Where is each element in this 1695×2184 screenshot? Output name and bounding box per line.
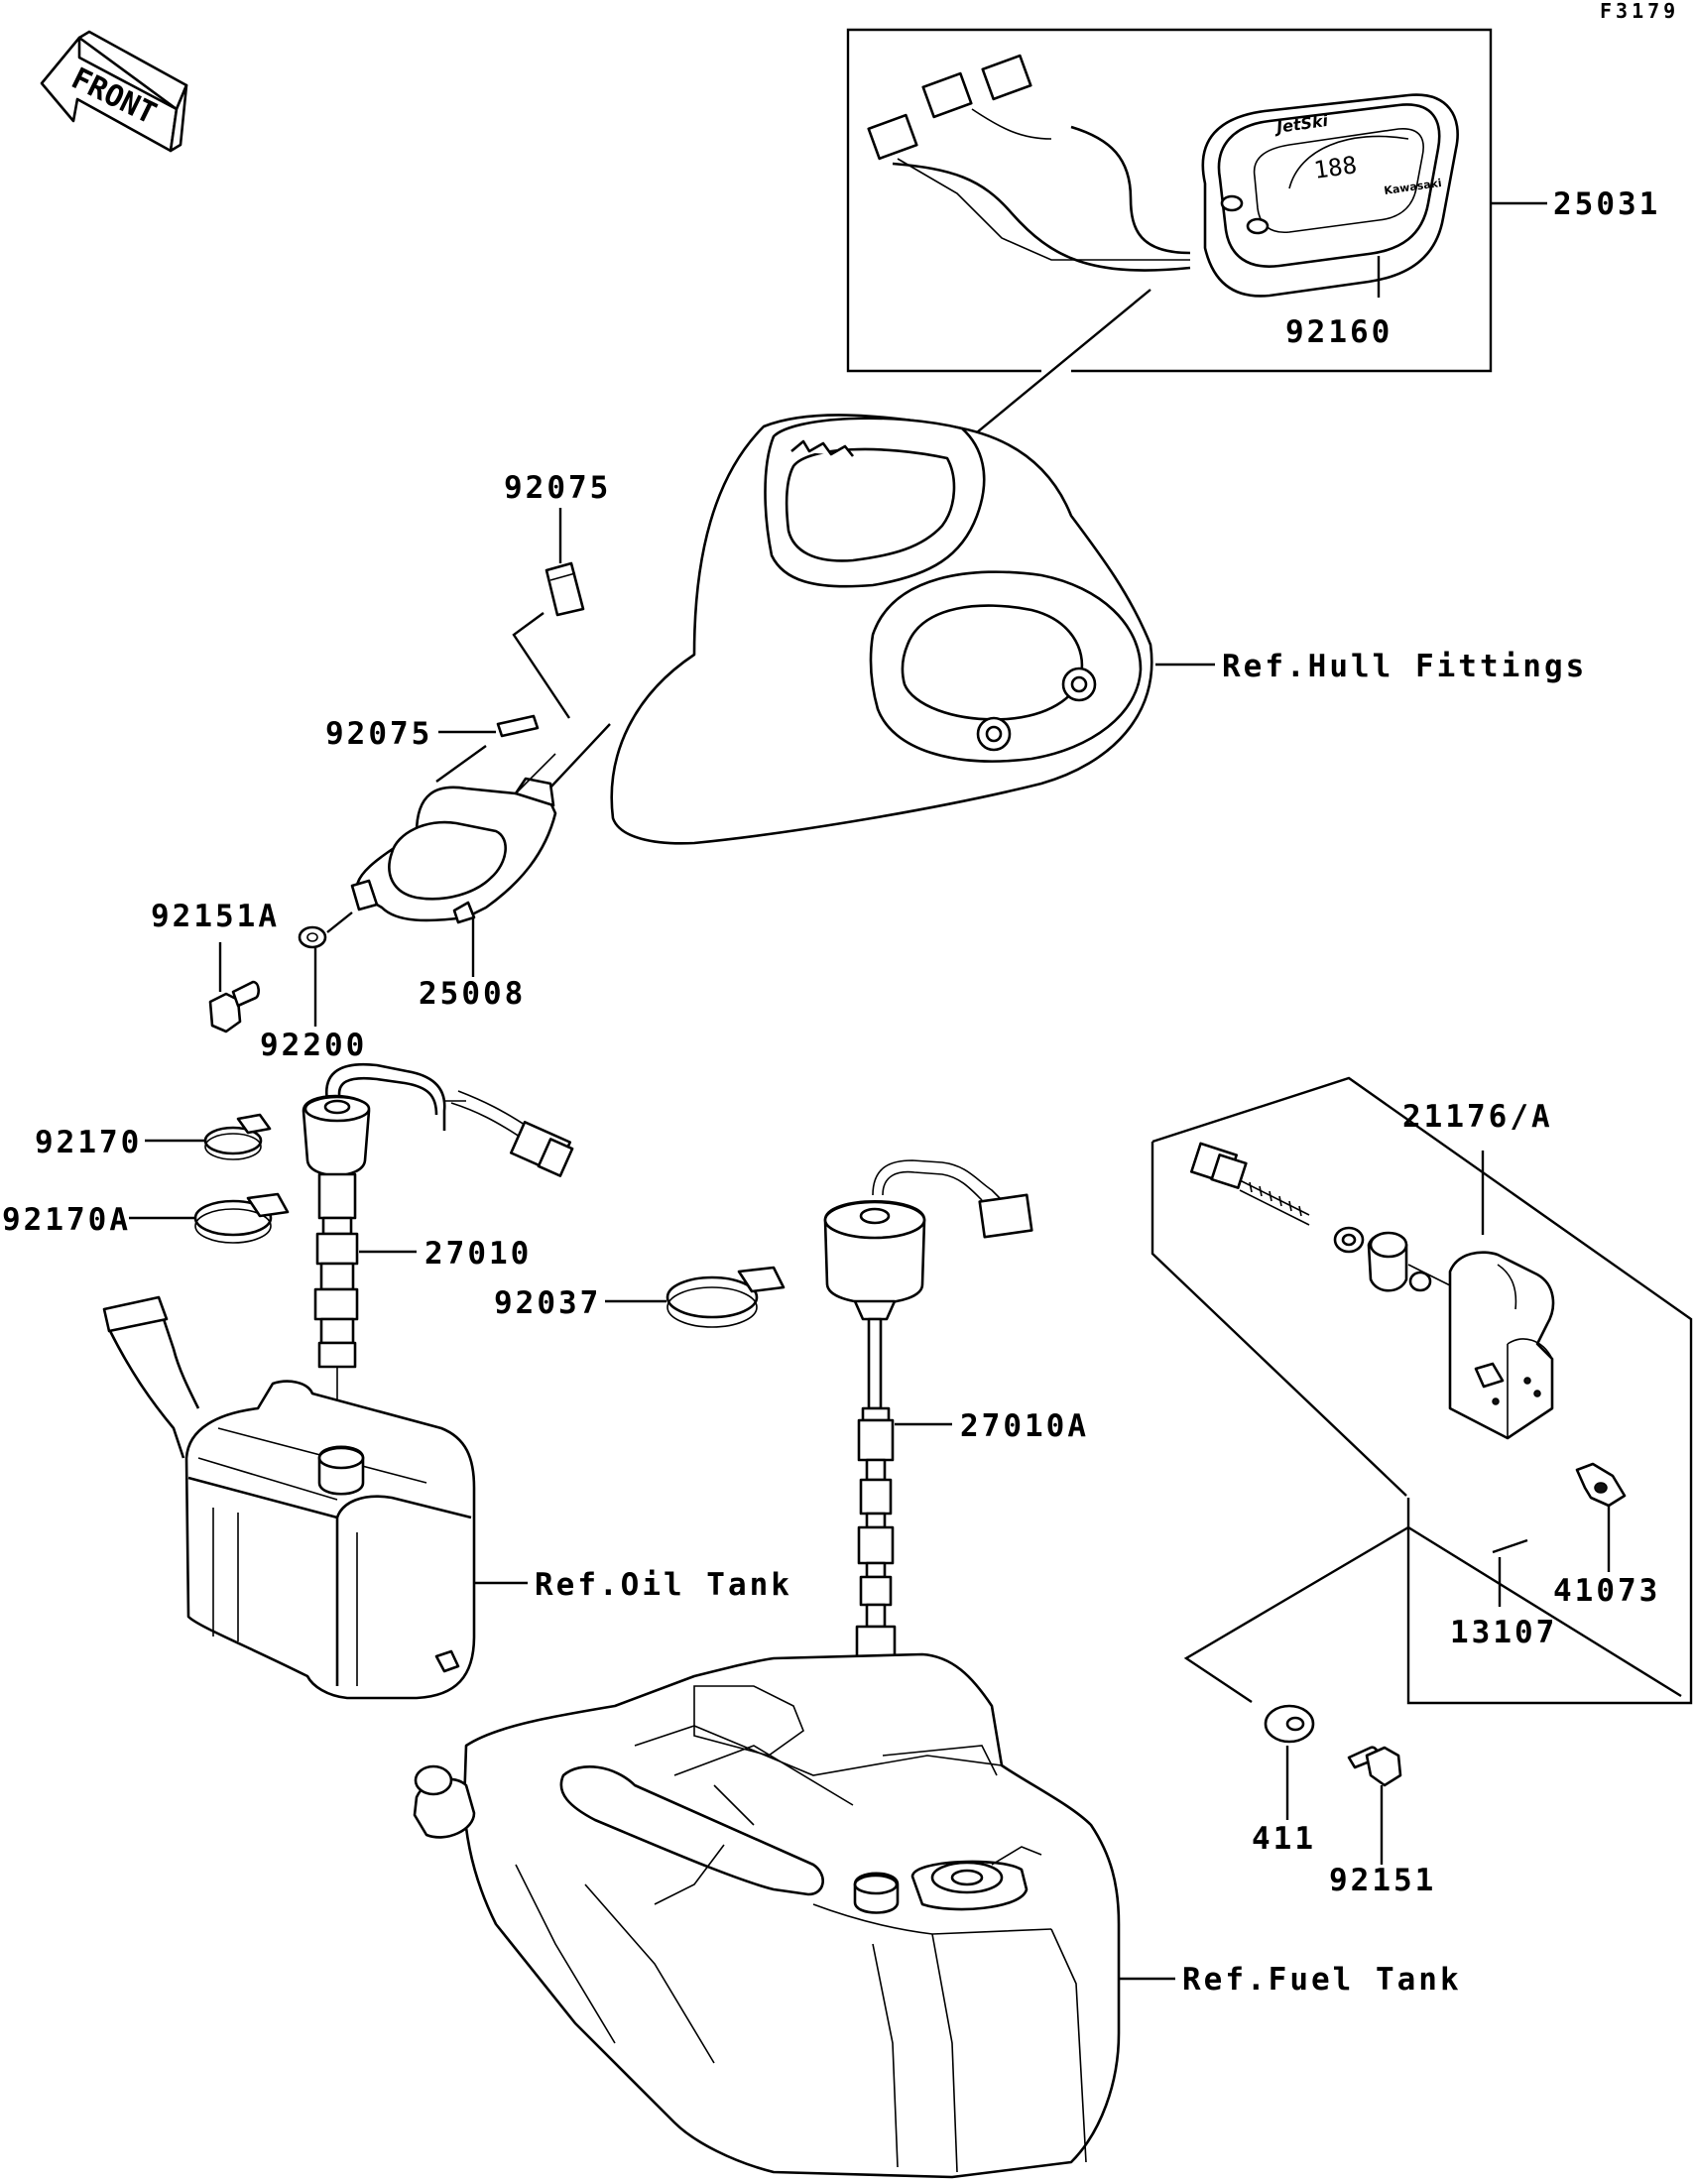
front-arrow-icon: FRONT	[40, 30, 188, 153]
clamp-92170	[203, 1113, 272, 1160]
label-92151A: 92151A	[151, 899, 280, 934]
label-92200: 92200	[260, 1028, 367, 1063]
clip-92075-top	[545, 561, 585, 617]
fuel-sender-unit	[1189, 1142, 1555, 1440]
washer-411	[1264, 1704, 1315, 1744]
label-21176: 21176/A	[1402, 1099, 1553, 1135]
label-27010: 27010	[424, 1236, 532, 1272]
fuel-level-sensor-27010A	[823, 1159, 1033, 1658]
label-92151: 92151	[1329, 1863, 1436, 1898]
ref-oil-tank: Ref.Oil Tank	[535, 1567, 792, 1603]
label-25031: 25031	[1553, 186, 1660, 222]
meter-harness	[867, 54, 1191, 272]
bolt-92151	[1347, 1746, 1402, 1787]
label-13107: 13107	[1450, 1615, 1557, 1650]
oil-level-sensor-27010	[302, 1062, 574, 1369]
label-92160: 92160	[1285, 314, 1392, 350]
label-92075-mid: 92075	[325, 716, 432, 752]
meter-unit: JetSki 188 Kawasaki	[1201, 93, 1459, 298]
clamp-92037	[666, 1266, 786, 1328]
clip-41073	[1575, 1462, 1627, 1508]
clip-92075-mid	[496, 714, 540, 738]
label-27010A: 27010A	[960, 1408, 1089, 1444]
diagram-code: F3179	[1600, 0, 1679, 23]
label-92037: 92037	[494, 1285, 601, 1321]
bolt-92151A	[208, 980, 260, 1033]
gauge-housing-25008	[350, 753, 557, 924]
label-41073: 41073	[1553, 1573, 1660, 1609]
hull-console	[610, 414, 1153, 845]
clamp-92170A	[193, 1192, 290, 1244]
pin-13107	[1492, 1538, 1528, 1554]
label-25008: 25008	[419, 976, 526, 1012]
sender-unit-box	[1150, 1076, 1693, 1705]
label-411: 411	[1252, 1821, 1316, 1857]
meter-assembly-box	[846, 28, 1493, 373]
oil-tank	[102, 1295, 476, 1700]
ref-hull-fittings: Ref.Hull Fittings	[1222, 649, 1587, 684]
meter-display: 188	[1312, 151, 1359, 184]
label-92170: 92170	[35, 1125, 142, 1160]
label-92075-top: 92075	[504, 470, 611, 506]
ref-fuel-tank: Ref.Fuel Tank	[1182, 1962, 1462, 1998]
fuel-tank	[413, 1652, 1121, 2179]
label-92170A: 92170A	[2, 1202, 131, 1238]
washer-92200	[298, 925, 327, 949]
